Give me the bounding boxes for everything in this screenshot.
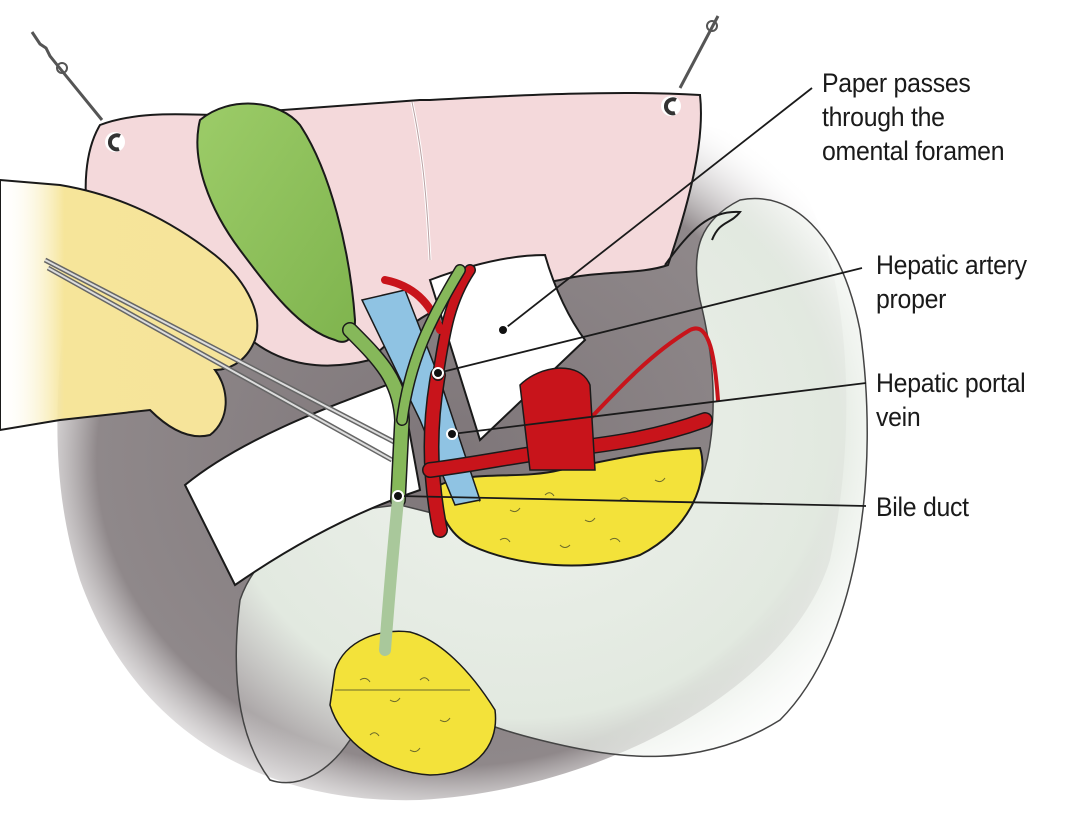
- dot-bile-duct: [392, 490, 404, 502]
- pylorus-fold: [664, 210, 742, 266]
- dot-hepatic-artery: [432, 367, 444, 379]
- paper-strip-lower: [183, 378, 422, 587]
- leader-line-hepatic-artery: [437, 267, 863, 374]
- leader-lines: [397, 87, 867, 507]
- pancreas: [438, 446, 704, 567]
- label-line: through the: [822, 102, 945, 132]
- forceps: [43, 257, 402, 463]
- label-bile-duct: Bile duct: [876, 490, 969, 524]
- label-line: Paper passes: [822, 68, 971, 98]
- label-line: Hepatic artery: [876, 250, 1027, 280]
- label-paper-passes-omental-foramen: Paper passes through the omental foramen: [822, 66, 1005, 168]
- bile-duct: [342, 264, 466, 656]
- label-hepatic-artery-proper: Hepatic artery proper: [876, 248, 1027, 316]
- label-line: vein: [876, 402, 921, 432]
- gastroduodenal-mass: [519, 367, 596, 471]
- leader-line-portal-vein: [451, 382, 867, 435]
- retractor-hook-left: [30, 31, 125, 152]
- label-line: Bile duct: [876, 492, 969, 522]
- leader-dots: [392, 324, 509, 502]
- gloved-hand: [0, 178, 259, 438]
- label-line: Hepatic portal: [876, 368, 1026, 398]
- label-line: proper: [876, 284, 947, 314]
- leader-line-bile-duct: [397, 495, 867, 507]
- dot-portal-vein: [446, 428, 458, 440]
- label-hepatic-portal-vein: Hepatic portal vein: [876, 366, 1026, 434]
- leader-line-paper: [502, 87, 813, 331]
- dot-paper: [497, 324, 509, 336]
- label-line: omental foramen: [822, 136, 1005, 166]
- retractor-hook-right: [661, 15, 720, 116]
